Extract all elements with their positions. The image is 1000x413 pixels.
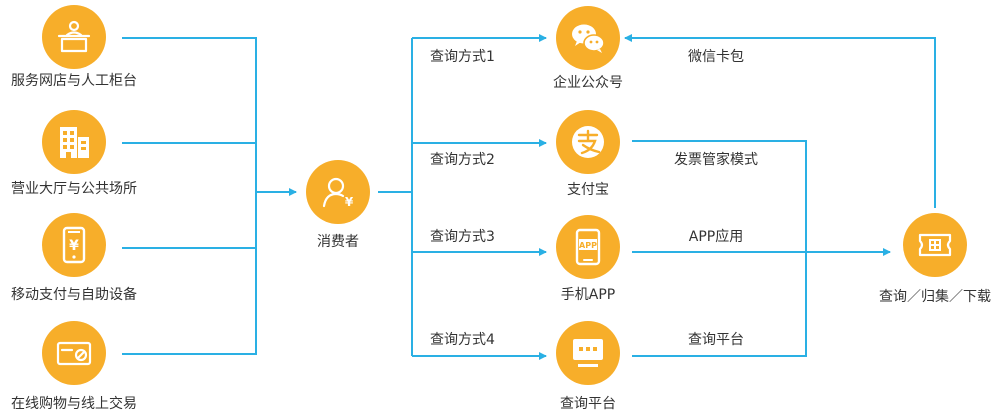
svg-text:¥: ¥: [345, 195, 354, 209]
platform-label-app: 手机APP: [560, 287, 616, 303]
channel-label-1: 服务网店与人工柜台: [11, 73, 137, 89]
flow-label-wechat-card: 微信卡包: [688, 49, 744, 65]
flow-label-invoice-mode: 发票管家模式: [674, 152, 758, 168]
connector-channel-1: [122, 37, 257, 355]
channel-label-4: 在线购物与线上交易: [11, 396, 137, 412]
connector-flow-wechat: [624, 34, 936, 208]
building-icon: [60, 127, 89, 158]
mobile-payment-icon: ¥: [62, 226, 86, 264]
platform-node-wechat: [556, 6, 620, 70]
consumer-node: ¥: [306, 160, 370, 224]
consumer-yuan-icon: ¥: [322, 177, 354, 209]
channel-label-2: 营业大厅与公共场所: [11, 181, 137, 197]
platform-node-app: APP: [556, 215, 620, 279]
app-badge-text: APP: [579, 241, 597, 250]
flow-label-query-platform: 查询平台: [688, 332, 744, 348]
result-node: [903, 213, 967, 277]
platform-label-query: 查询平台: [560, 396, 616, 412]
query-method-label-3: 查询方式3: [430, 229, 495, 245]
result-label: 查询／归集／下载: [879, 289, 991, 305]
platform-label-wechat: 企业公众号: [553, 75, 623, 91]
ticket-icon: [918, 233, 952, 257]
phone-app-icon: APP: [575, 228, 601, 266]
counter-service-icon: [57, 20, 91, 53]
alipay-icon: [572, 126, 604, 158]
channel-node-3: ¥: [42, 213, 106, 277]
consumer-label: 消费者: [317, 234, 359, 250]
online-card-icon: [56, 341, 92, 366]
query-method-label-1: 查询方式1: [430, 49, 495, 65]
connector-flow-invoice: [632, 140, 807, 357]
channel-label-3: 移动支付与自助设备: [11, 287, 137, 303]
query-method-label-2: 查询方式2: [430, 152, 495, 168]
svg-text:¥: ¥: [69, 238, 79, 254]
wechat-icon: [572, 24, 605, 53]
platform-label-alipay: 支付宝: [567, 182, 609, 198]
platform-node-query: [556, 321, 620, 385]
flow-label-app: APP应用: [688, 229, 744, 245]
monitor-icon: [573, 339, 603, 367]
channel-node-4: [42, 321, 106, 385]
platform-node-alipay: [556, 110, 620, 174]
channel-node-2: [42, 110, 106, 174]
channel-node-1: [42, 5, 106, 69]
query-method-label-4: 查询方式4: [430, 332, 495, 348]
